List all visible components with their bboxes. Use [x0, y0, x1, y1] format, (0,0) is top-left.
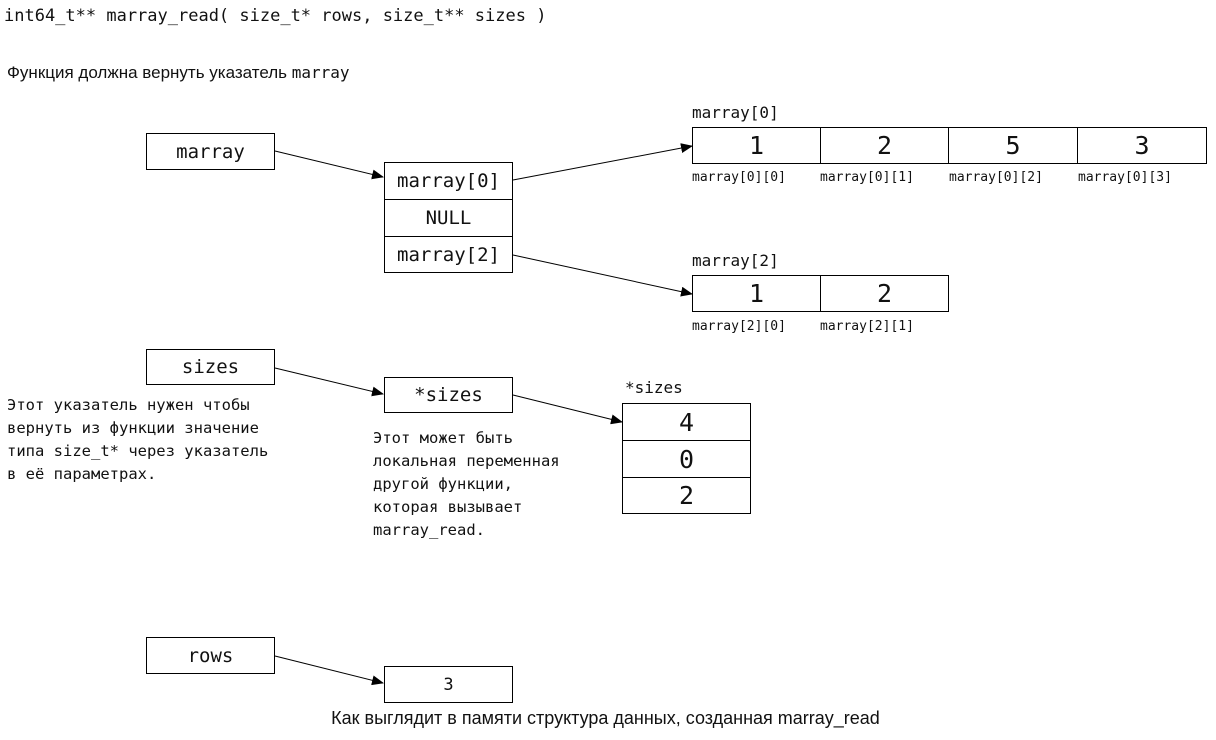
arrow-ptr-to-sizes-array	[512, 394, 623, 425]
arrow-rows-to-value	[274, 655, 384, 686]
local-note-line: marray_read.	[373, 521, 485, 539]
row2-title: marray[2]	[692, 251, 779, 270]
row0-index-2: marray[0][2]	[949, 170, 1043, 185]
intro-text-mono: marray	[291, 63, 350, 82]
local-note-line: другой функции,	[373, 475, 513, 493]
local-note-line: Этот может быть	[373, 429, 513, 447]
sizes-array-title: *sizes	[625, 378, 683, 397]
sizes-note-line: типа size_t* через указатель	[7, 442, 269, 460]
local-variable-note: Этот может быть локальная переменная дру…	[373, 427, 560, 542]
function-signature: int64_t** marray_read( size_t* rows, siz…	[4, 6, 547, 26]
rows-pointer-box: rows	[146, 637, 275, 674]
row2-cell-1: 2	[820, 275, 949, 312]
arrow-marray-to-table	[274, 150, 384, 180]
row0-title: marray[0]	[692, 103, 779, 122]
diagram-caption: Как выглядит в памяти структура данных, …	[331, 708, 880, 728]
row0-cell-3: 3	[1077, 127, 1207, 164]
sizes-array-cell-0: 4	[622, 403, 751, 441]
row0-index-0: marray[0][0]	[692, 170, 786, 185]
row0-cell-1: 2	[820, 127, 949, 164]
row0-cell-2: 5	[948, 127, 1078, 164]
sizes-note-line: в её параметрах.	[7, 465, 157, 483]
marray-pointer-box: marray	[146, 133, 275, 170]
local-note-line: локальная переменная	[373, 452, 560, 470]
row-table-cell-0: marray[0]	[384, 162, 513, 200]
intro-text-plain: Функция должна вернуть указатель	[7, 63, 287, 82]
row2-index-1: marray[2][1]	[820, 319, 914, 334]
row-table-cell-1: NULL	[384, 199, 513, 237]
sizes-deref-box: *sizes	[384, 377, 513, 413]
local-note-line: которая вызывает	[373, 498, 523, 516]
row-table-cell-2: marray[2]	[384, 236, 513, 273]
sizes-note: Этот указатель нужен чтобы вернуть из фу…	[7, 394, 268, 486]
row0-index-1: marray[0][1]	[820, 170, 914, 185]
sizes-array-cell-1: 0	[622, 440, 751, 478]
intro-text: Функция должна вернуть указатель marray	[7, 63, 350, 83]
sizes-note-line: вернуть из функции значение	[7, 419, 259, 437]
row2-cell-0: 1	[692, 275, 821, 312]
row0-index-3: marray[0][3]	[1078, 170, 1172, 185]
row0-cell-0: 1	[692, 127, 821, 164]
sizes-array-cell-2: 2	[622, 477, 751, 514]
row2-index-0: marray[2][0]	[692, 319, 786, 334]
arrow-row2-to-array	[512, 254, 693, 297]
arrow-row0-to-array	[512, 143, 693, 181]
rows-value-box: 3	[384, 666, 513, 703]
sizes-note-line: Этот указатель нужен чтобы	[7, 396, 250, 414]
sizes-pointer-box: sizes	[146, 349, 275, 385]
arrow-sizes-to-ptr	[274, 367, 384, 397]
